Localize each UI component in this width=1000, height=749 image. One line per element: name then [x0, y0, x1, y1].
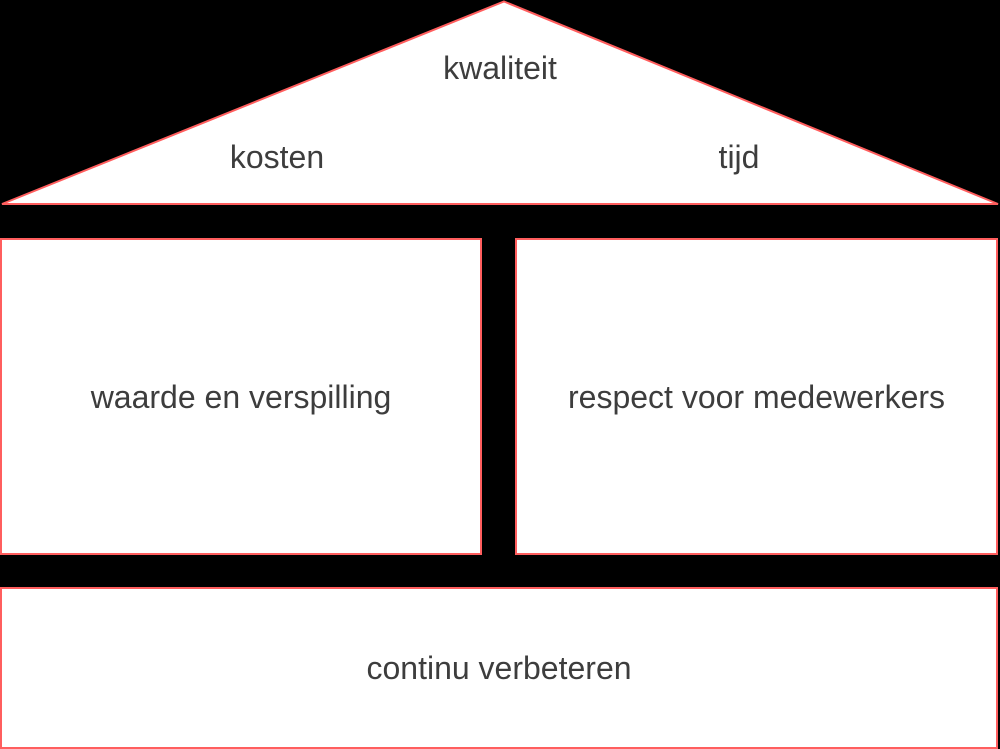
pillar-value-and-waste: waarde en verspilling: [0, 238, 482, 555]
roof-label-costs: kosten: [229, 139, 325, 175]
roof-label-time: tijd: [718, 139, 760, 175]
foundation-continuous-improvement: continu verbeteren: [0, 587, 998, 749]
roof-triangle: [1, 0, 999, 205]
pillar-label: respect voor medewerkers: [567, 378, 946, 415]
pillar-respect-for-people: respect voor medewerkers: [515, 238, 998, 555]
foundation-label: continu verbeteren: [366, 650, 632, 686]
pillar-label: waarde en verspilling: [90, 378, 392, 415]
roof-label-quality: kwaliteit: [443, 50, 557, 86]
